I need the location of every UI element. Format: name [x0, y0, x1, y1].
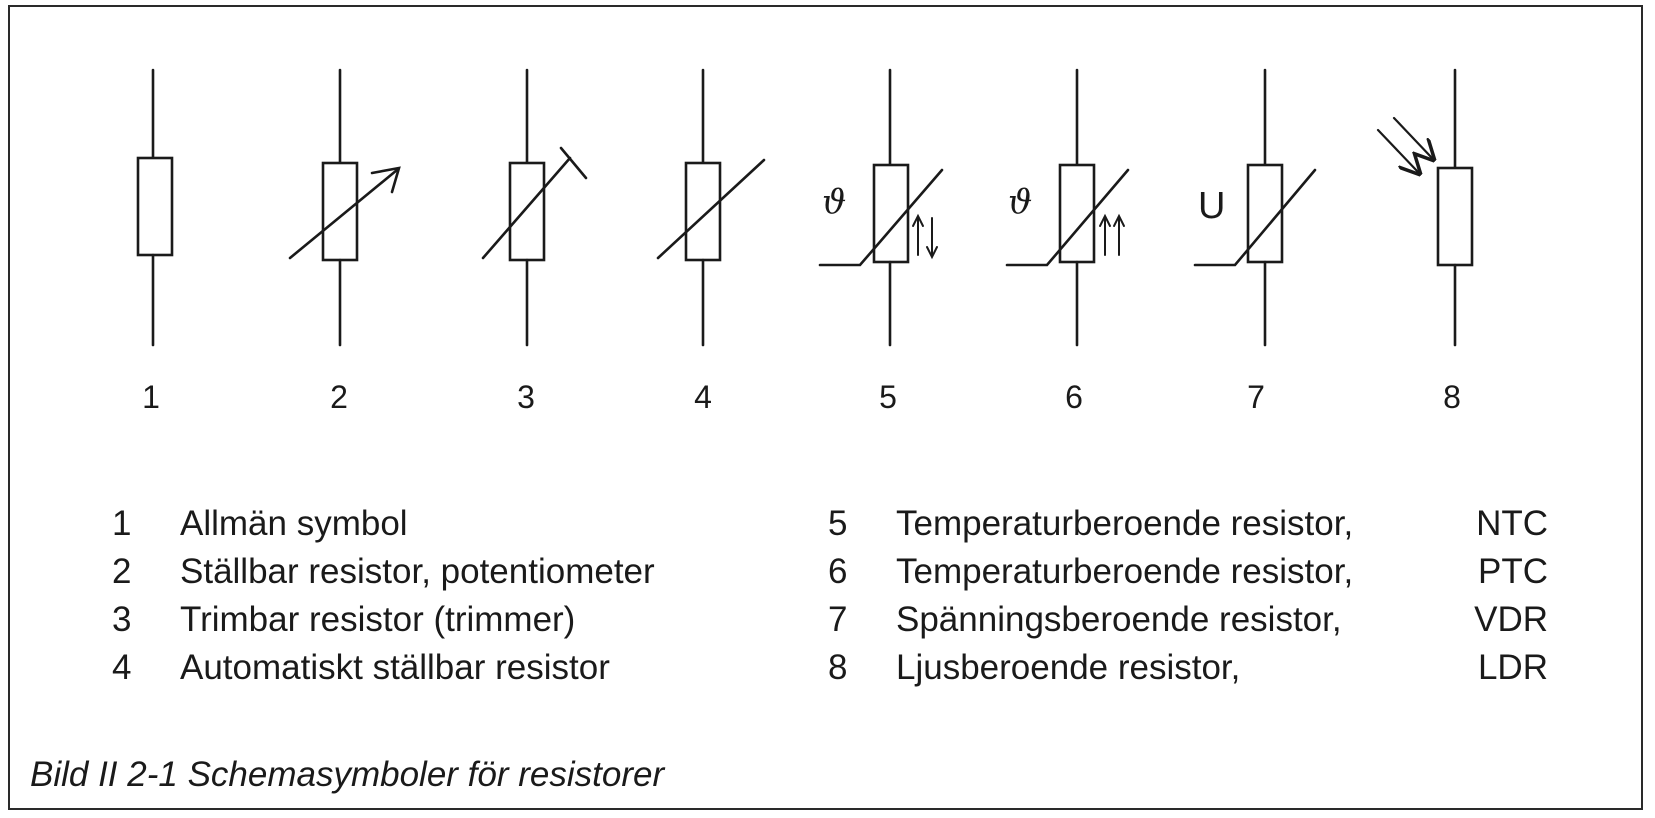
legend-item-8: 8 Ljusberoende resistor, LDR	[828, 644, 1548, 692]
legend-code: PTC	[1478, 552, 1548, 591]
legend-number: 3	[112, 600, 132, 639]
symbol-5-theta-mark: ϑ	[822, 182, 846, 222]
symbol-3-trimmer-resistor	[481, 68, 588, 347]
legend-number: 2	[112, 552, 132, 591]
legend-text: Temperaturberoende resistor,	[896, 504, 1354, 543]
legend-left: 1 Allmän symbol 2 Ställbar resistor, pot…	[112, 500, 812, 692]
legend-text: Spänningsberoende resistor,	[896, 600, 1342, 639]
symbol-number-3: 3	[517, 379, 535, 415]
symbol-number-4: 4	[694, 379, 712, 415]
symbol-7-vdr-resistor	[1193, 68, 1317, 347]
light-arrow-1	[1376, 128, 1418, 172]
symbol-2-adjustable-resistor	[288, 68, 401, 347]
legend-number: 4	[112, 648, 132, 687]
symbol-number-1: 1	[142, 379, 160, 415]
symbol-6-ptc-resistor	[1005, 68, 1130, 347]
legend-number: 7	[828, 600, 848, 639]
legend-item-4: 4 Automatiskt ställbar resistor	[112, 644, 812, 692]
legend-text: Temperaturberoende resistor,	[896, 552, 1354, 591]
legend-text: Ställbar resistor, potentiometer	[180, 552, 655, 591]
symbol-number-8: 8	[1443, 379, 1461, 415]
symbol-4-automatic-resistor	[656, 68, 766, 347]
legend-number: 6	[828, 552, 848, 591]
symbol-7-voltage-mark: U	[1198, 185, 1225, 227]
legend-item-5: 5 Temperaturberoende resistor, NTC	[828, 500, 1548, 548]
symbol-5-ntc-resistor	[818, 68, 944, 347]
legend-item-6: 6 Temperaturberoende resistor, PTC	[828, 548, 1548, 596]
legend-text: Automatiskt ställbar resistor	[180, 648, 610, 687]
symbol-number-7: 7	[1247, 379, 1265, 415]
legend-item-2: 2 Ställbar resistor, potentiometer	[112, 548, 812, 596]
light-arrow-2	[1392, 116, 1432, 158]
legend-item-3: 3 Trimbar resistor (trimmer)	[112, 596, 812, 644]
legend-text: Ljusberoende resistor,	[896, 648, 1241, 687]
figure-caption: Bild II 2-1 Schemasymboler för resistore…	[30, 755, 665, 794]
symbol-number-6: 6	[1065, 379, 1083, 415]
symbol-6-theta-mark: ϑ	[1008, 182, 1032, 222]
legend-item-7: 7 Spänningsberoende resistor, VDR	[828, 596, 1548, 644]
symbol-8-ldr-resistor	[1376, 68, 1474, 347]
symbol-number-2: 2	[330, 379, 348, 415]
legend-code: NTC	[1476, 504, 1548, 543]
legend-number: 1	[112, 504, 132, 543]
legend-number: 5	[828, 504, 848, 543]
symbol-number-5: 5	[879, 379, 897, 415]
legend-right: 5 Temperaturberoende resistor, NTC 6 Tem…	[828, 500, 1548, 692]
legend-item-1: 1 Allmän symbol	[112, 500, 812, 548]
legend-text: Trimbar resistor (trimmer)	[180, 600, 576, 639]
symbol-1-general-resistor	[136, 68, 174, 347]
legend-text: Allmän symbol	[180, 504, 408, 543]
legend-code: VDR	[1474, 600, 1548, 639]
legend-code: LDR	[1477, 648, 1548, 687]
figure-frame	[8, 5, 1643, 810]
legend-number: 8	[828, 648, 848, 687]
